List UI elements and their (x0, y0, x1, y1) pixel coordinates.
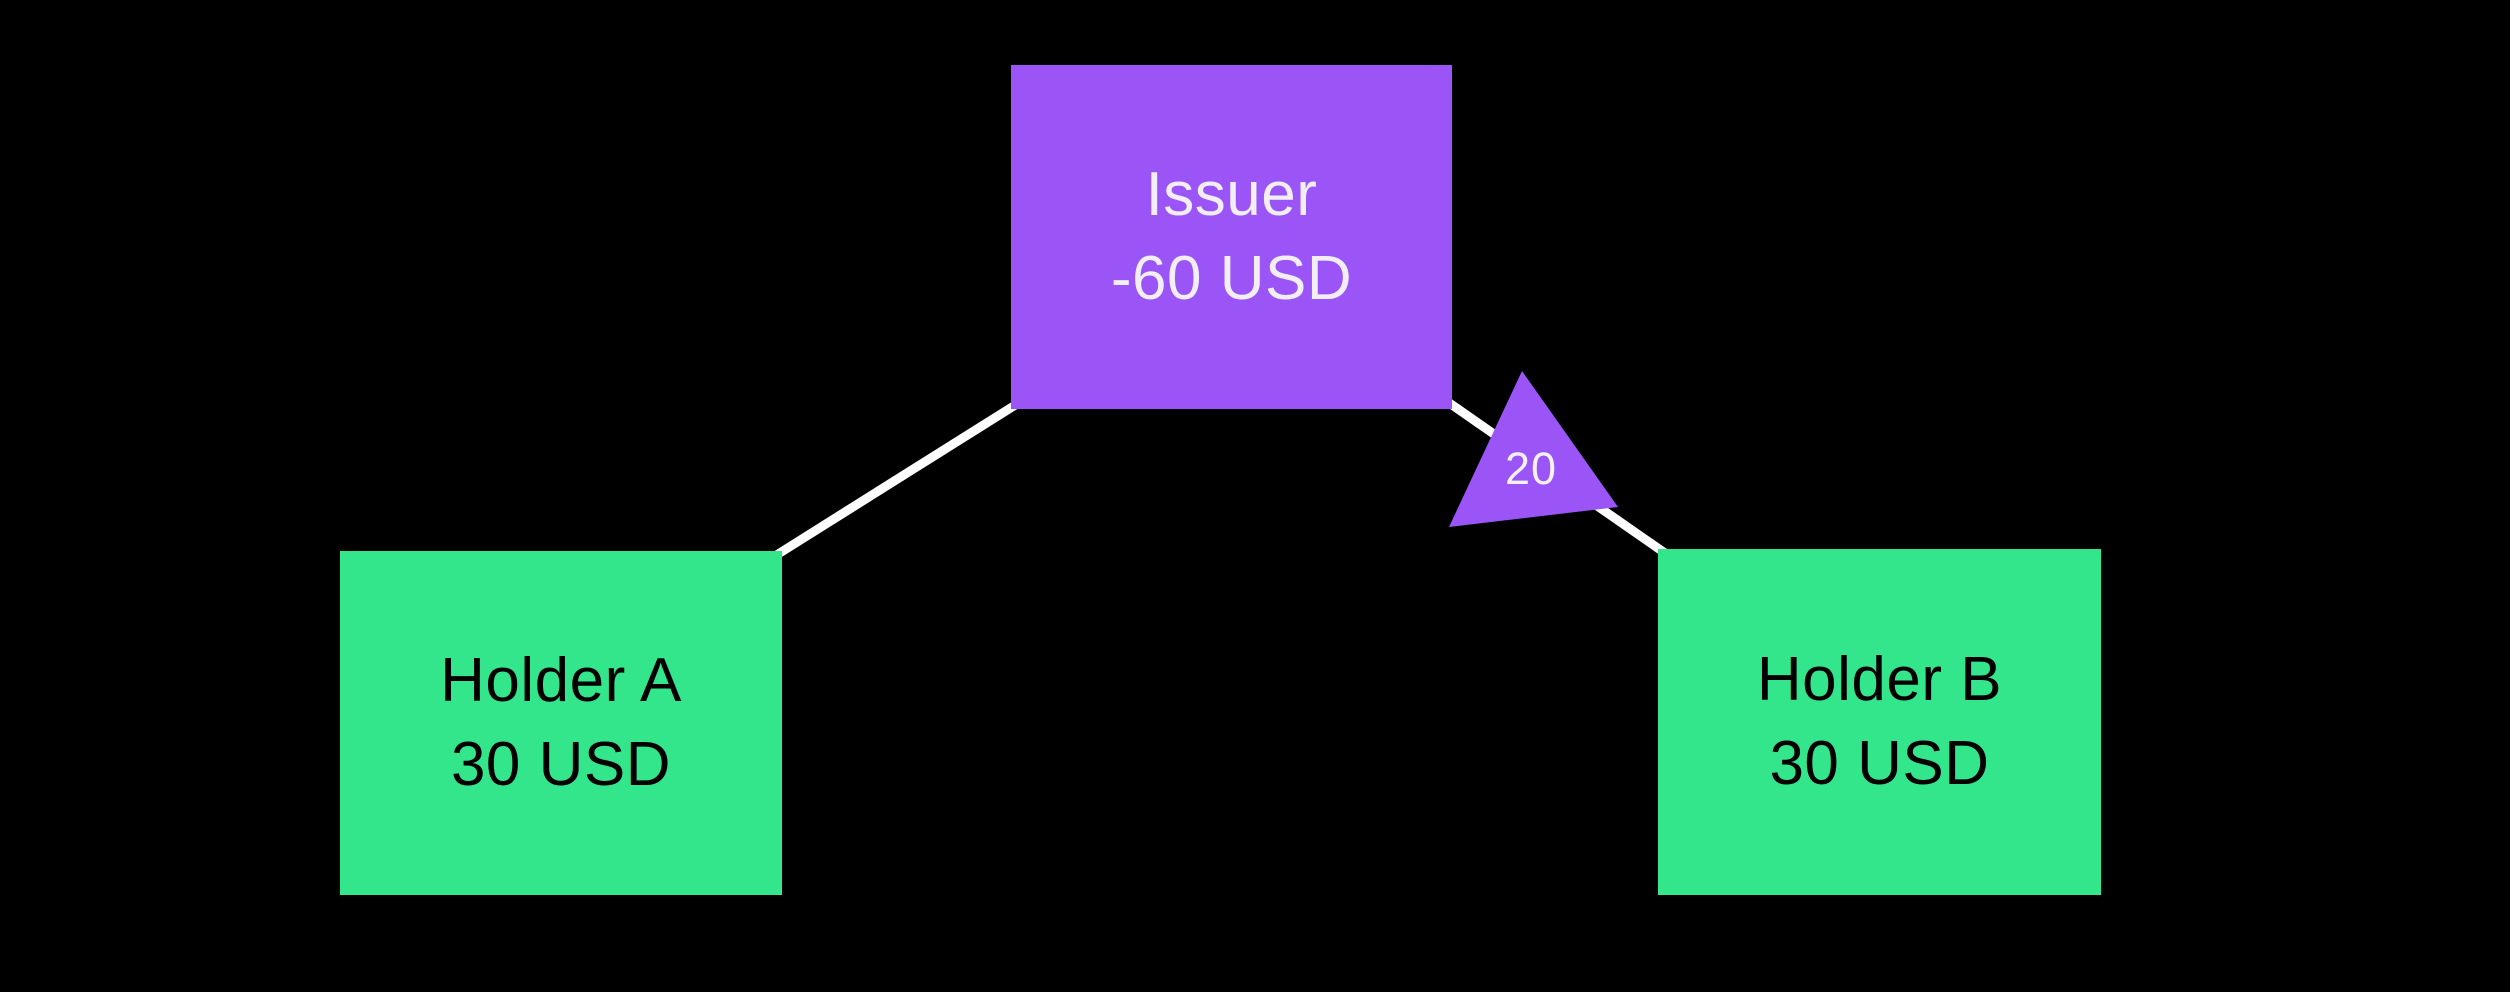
node-holder-b-name: Holder B (1756, 645, 2003, 714)
node-holder-a: Holder A 30 USD (340, 551, 782, 895)
node-issuer-name: Issuer (1145, 160, 1318, 229)
node-holder-a-balance: 30 USD (450, 730, 672, 799)
edge-issuer-to-holder-a (772, 398, 1023, 560)
transfer-amount-label: 20 (1505, 443, 1557, 494)
transfer-arrow-triangle-icon (1449, 371, 1618, 527)
node-holder-a-name: Holder A (440, 646, 682, 715)
node-holder-b-balance: 30 USD (1769, 729, 1990, 798)
node-issuer: Issuer -60 USD (1011, 65, 1452, 409)
node-holder-b: Holder B 30 USD (1658, 549, 2101, 895)
node-issuer-balance: -60 USD (1110, 244, 1353, 313)
